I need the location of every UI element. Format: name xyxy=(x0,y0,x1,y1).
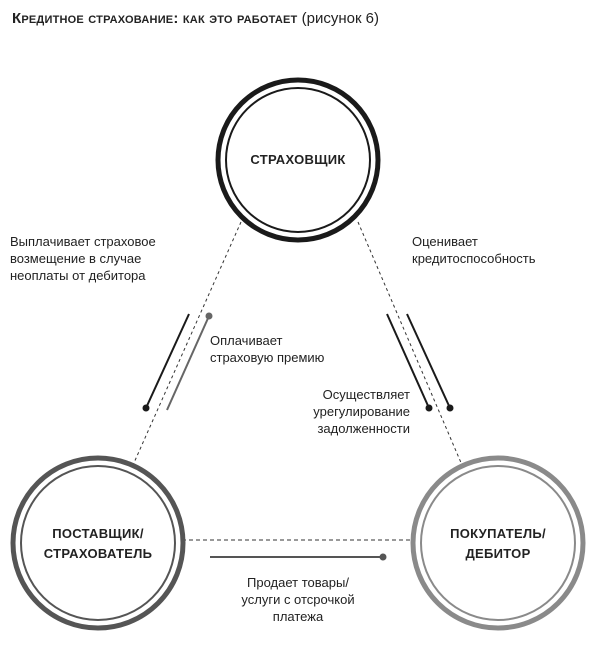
node-insurer xyxy=(215,77,381,243)
flow-arrow-compensation xyxy=(142,313,190,412)
label-pays-compensation: Выплачивает страховое возмещение в случа… xyxy=(10,234,156,283)
edge-insurer-supplier xyxy=(132,221,242,466)
node-label-buyer: ПОКУПАТЕЛЬ/ ДЕБИТОР xyxy=(450,526,546,561)
label-sells-goods: Продает товары/ услуги с отсрочкой плате… xyxy=(241,575,355,624)
flow-arrow-premium xyxy=(166,312,213,411)
flow-arrow-settlement xyxy=(386,313,433,412)
title-figure-ref: (рисунок 6) xyxy=(297,10,380,27)
label-assesses-creditworthiness: Оценивает кредитоспособность xyxy=(412,234,536,266)
title-main: Кредитное страхование: как это работает xyxy=(12,10,298,27)
edge-insurer-buyer xyxy=(357,221,463,466)
flow-arrow-assessment xyxy=(406,313,454,412)
diagram-title: Кредитное страхование: как это работает … xyxy=(12,10,379,27)
flow-arrow-sales xyxy=(210,553,387,561)
label-pays-premium: Оплачивает страховую премию xyxy=(210,333,325,365)
node-buyer xyxy=(410,455,586,631)
node-label-insurer: СТРАХОВЩИК xyxy=(250,152,346,167)
node-label-supplier: ПОСТАВЩИК/ СТРАХОВАТЕЛЬ xyxy=(43,526,153,561)
node-supplier xyxy=(10,455,186,631)
label-settles-debt: Осуществляет урегулирование задолженност… xyxy=(313,387,410,436)
